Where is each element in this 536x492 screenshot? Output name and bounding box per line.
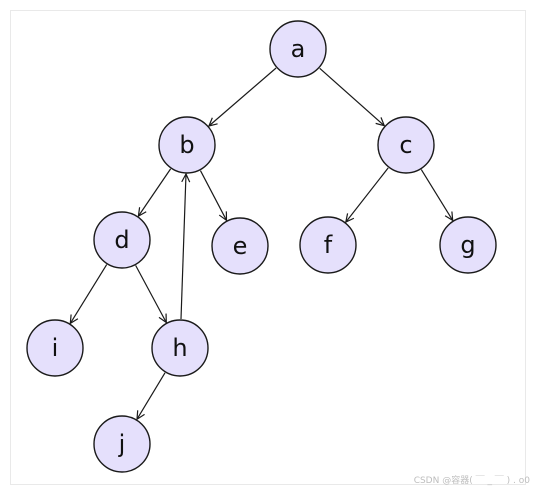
node-e: e <box>211 217 269 275</box>
nodes-layer: a b c d e f g i h j <box>26 20 497 473</box>
node-label-a: a <box>291 35 306 63</box>
node-i: i <box>26 319 84 377</box>
node-label-f: f <box>324 231 333 259</box>
edge-h-to-j <box>137 372 166 419</box>
edge-b-to-d <box>138 168 172 216</box>
edge-a-to-c <box>319 67 385 125</box>
node-circle-d <box>93 211 151 269</box>
node-label-i: i <box>52 334 59 362</box>
edge-h-to-b <box>180 174 186 320</box>
node-j: j <box>93 415 151 473</box>
node-label-g: g <box>460 231 475 259</box>
diagram-frame <box>10 10 526 485</box>
node-f: f <box>299 216 357 274</box>
node-label-b: b <box>179 131 194 159</box>
node-circle-c <box>377 116 435 174</box>
node-circle-b <box>158 116 216 174</box>
node-g: g <box>439 216 497 274</box>
edge-a-to-b <box>209 67 277 126</box>
node-circle-f <box>299 216 357 274</box>
node-label-h: h <box>172 334 187 362</box>
node-circle-a <box>269 20 327 78</box>
node-b: b <box>158 116 216 174</box>
node-label-c: c <box>399 131 412 159</box>
edge-b-to-e <box>199 170 227 221</box>
node-circle-i <box>26 319 84 377</box>
edge-c-to-g <box>420 169 452 221</box>
node-circle-h <box>151 319 209 377</box>
edge-c-to-f <box>346 167 389 222</box>
node-a: a <box>269 20 327 78</box>
node-c: c <box>377 116 435 174</box>
node-circle-g <box>439 216 497 274</box>
edge-d-to-i <box>70 264 108 324</box>
node-circle-e <box>211 217 269 275</box>
node-label-j: j <box>118 430 126 458</box>
node-label-e: e <box>233 232 248 260</box>
node-h: h <box>151 319 209 377</box>
edges-layer <box>70 67 452 419</box>
node-circle-j <box>93 415 151 473</box>
edge-d-to-h <box>135 265 167 323</box>
node-d: d <box>93 211 151 269</box>
node-label-d: d <box>114 226 129 254</box>
watermark-text: CSDN @容器( ￣ _ ￣ ) . o0 <box>413 476 530 486</box>
